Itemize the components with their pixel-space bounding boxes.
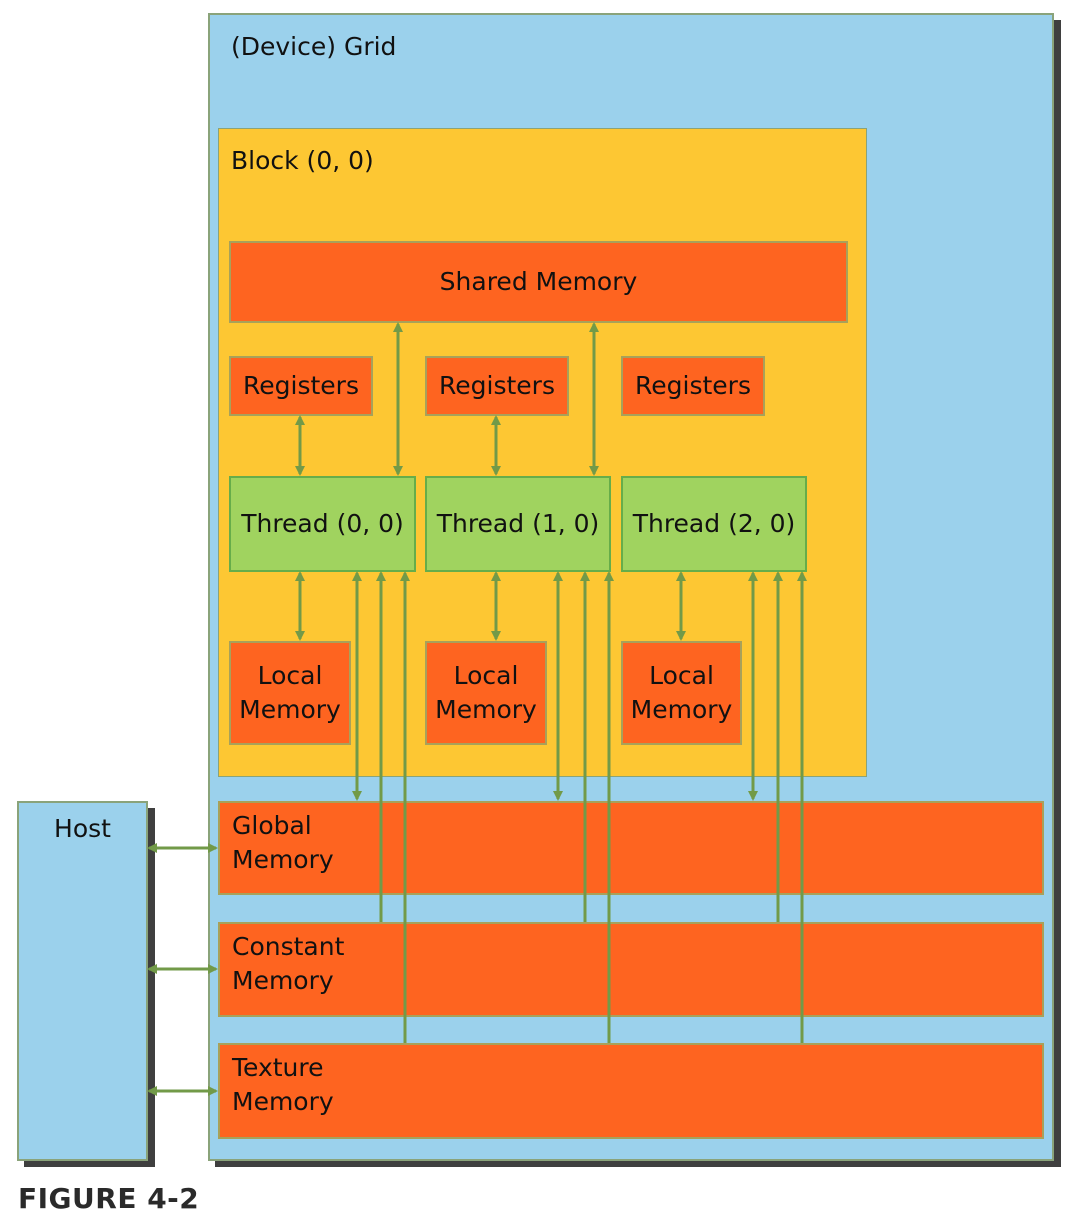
local-memory-2: Local Memory (621, 641, 742, 745)
thread-label: Thread (1, 0) (436, 509, 600, 538)
local-memory-line1: Local (453, 661, 519, 690)
registers-label: Registers (635, 371, 751, 400)
thread-1-0: Thread (1, 0) (425, 476, 611, 572)
registers-1: Registers (425, 356, 569, 416)
global-memory-line2: Memory (232, 845, 334, 874)
local-memory-1: Local Memory (425, 641, 547, 745)
constant-memory: Constant Memory (218, 922, 1044, 1017)
registers-0: Registers (229, 356, 373, 416)
thread-label: Thread (2, 0) (632, 509, 796, 538)
local-memory-line2: Memory (239, 695, 341, 724)
constant-memory-line1: Constant (232, 932, 345, 961)
local-memory-line1: Local (257, 661, 323, 690)
block-label: Block (0, 0) (231, 146, 374, 175)
thread-0-0: Thread (0, 0) (229, 476, 416, 572)
global-memory: Global Memory (218, 801, 1044, 895)
shared-memory-label: Shared Memory (439, 267, 638, 296)
texture-memory-line1: Texture (232, 1053, 324, 1082)
texture-memory: Texture Memory (218, 1043, 1044, 1139)
local-memory-line2: Memory (435, 695, 537, 724)
grid-label: (Device) Grid (231, 32, 397, 61)
registers-label: Registers (439, 371, 555, 400)
local-memory-line2: Memory (630, 695, 733, 724)
local-memory-0: Local Memory (229, 641, 351, 745)
registers-2: Registers (621, 356, 765, 416)
thread-label: Thread (0, 0) (241, 509, 404, 538)
local-memory-line1: Local (649, 661, 714, 690)
host-label: Host (54, 814, 111, 843)
texture-memory-line2: Memory (232, 1087, 334, 1116)
thread-2-0: Thread (2, 0) (621, 476, 807, 572)
registers-label: Registers (243, 371, 359, 400)
host: Host (17, 801, 148, 1161)
constant-memory-line2: Memory (232, 966, 334, 995)
figure-caption: FIGURE 4-2 (18, 1182, 200, 1215)
shared-memory: Shared Memory (229, 241, 848, 323)
global-memory-line1: Global (232, 811, 312, 840)
